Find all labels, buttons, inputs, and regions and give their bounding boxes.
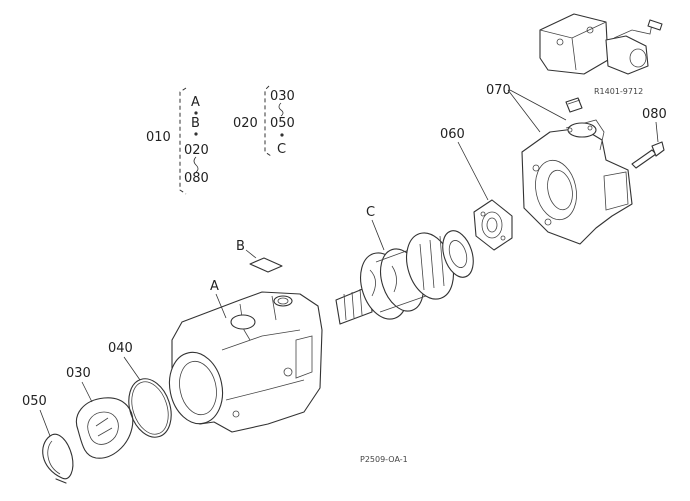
rotor-assembly-part-c: C — [335, 205, 474, 325]
legend-010-item-b: B — [191, 116, 200, 131]
legend-group-020: 020 030 050 C — [233, 85, 295, 157]
callout-070: 070 — [486, 83, 511, 98]
legend-010-item-a: A — [191, 95, 200, 110]
legend-010-item-080: 080 — [184, 171, 209, 186]
callout-080: 080 — [642, 107, 667, 122]
housing-part-a: A — [168, 279, 323, 433]
legend-020-item-050: 050 — [270, 116, 295, 131]
plug-fitting — [565, 97, 583, 113]
legend-010-item-020: 020 — [184, 143, 209, 158]
callout-c: C — [366, 205, 375, 220]
drawing-code: P2509-OA-1 — [360, 455, 408, 464]
legend-group-010: 010 A B 020 080 — [146, 87, 209, 195]
snap-ring-050: 050 — [22, 394, 74, 484]
legend-tilde — [193, 156, 199, 173]
bolt-080: 080 — [631, 107, 667, 169]
callout-a: A — [210, 279, 219, 294]
reference-note: R1401-9712 — [594, 87, 643, 96]
cover-plate-030: 030 — [66, 366, 134, 459]
legend-dot — [280, 133, 284, 137]
o-ring-040: 040 — [108, 341, 172, 438]
legend-dot — [194, 111, 198, 115]
key-part-b: B — [236, 239, 283, 273]
callout-030: 030 — [66, 366, 91, 381]
callout-060: 060 — [440, 127, 465, 142]
callout-b: B — [236, 239, 245, 254]
valve-plate-060: 060 — [440, 127, 513, 251]
end-cover-070: 070 — [486, 83, 633, 245]
legend-010-code: 010 — [146, 130, 171, 145]
legend-020-item-c: C — [277, 142, 286, 157]
legend-tilde — [278, 102, 284, 117]
callout-040: 040 — [108, 341, 133, 356]
callout-050: 050 — [22, 394, 47, 409]
reference-subassembly: R1401-9712 — [539, 13, 663, 96]
legend-020-item-030: 030 — [270, 89, 295, 104]
legend-020-code: 020 — [233, 116, 258, 131]
legend-dot — [194, 132, 198, 136]
